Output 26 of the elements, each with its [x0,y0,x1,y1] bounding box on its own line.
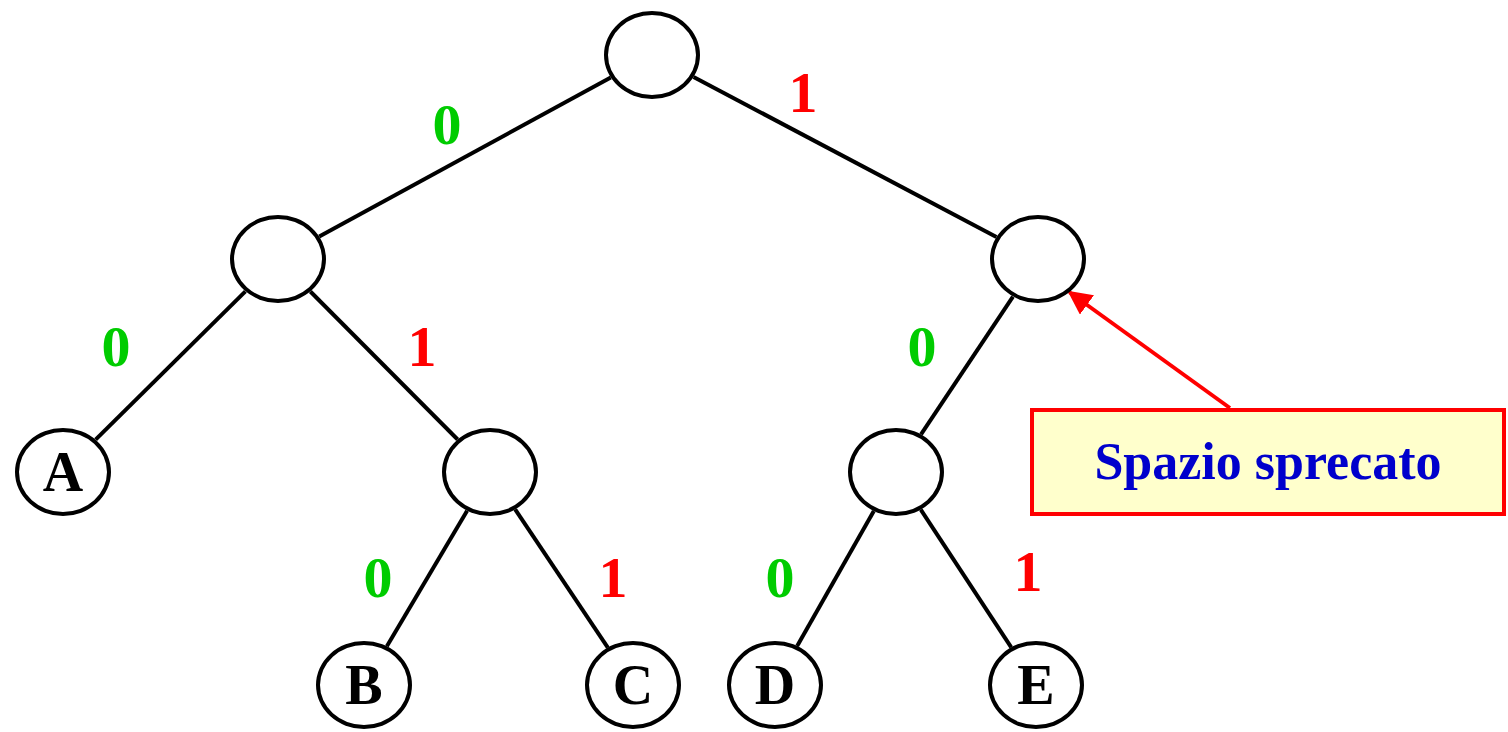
tree-edge [795,510,876,647]
node-letter: C [612,657,654,713]
tree-edge [919,295,1015,436]
edge-label: 0 [432,96,462,154]
edge-label: 1 [1013,543,1043,601]
tree-edge [308,290,460,441]
edge-label: 1 [407,318,437,376]
callout-text: Spazio sprecato [1094,433,1442,491]
node-letter: D [754,657,796,713]
edge-label: 0 [101,318,131,376]
node-letter: B [345,657,383,713]
tree-edge [692,75,998,239]
tree-edge [94,289,247,442]
tree-edge [385,509,469,648]
tree-edge [919,508,1013,649]
edge-label: 1 [788,64,818,122]
tree-edge [318,75,612,239]
node-letter: E [1017,657,1055,713]
callout-arrow [1067,290,1232,410]
node-letter: A [42,444,84,500]
tree-edge [513,508,610,649]
edge-label: 0 [363,549,393,607]
edge-label: 1 [598,549,628,607]
edge-label: 0 [765,549,795,607]
edge-label: 0 [907,318,937,376]
callout-box [1030,408,1506,516]
